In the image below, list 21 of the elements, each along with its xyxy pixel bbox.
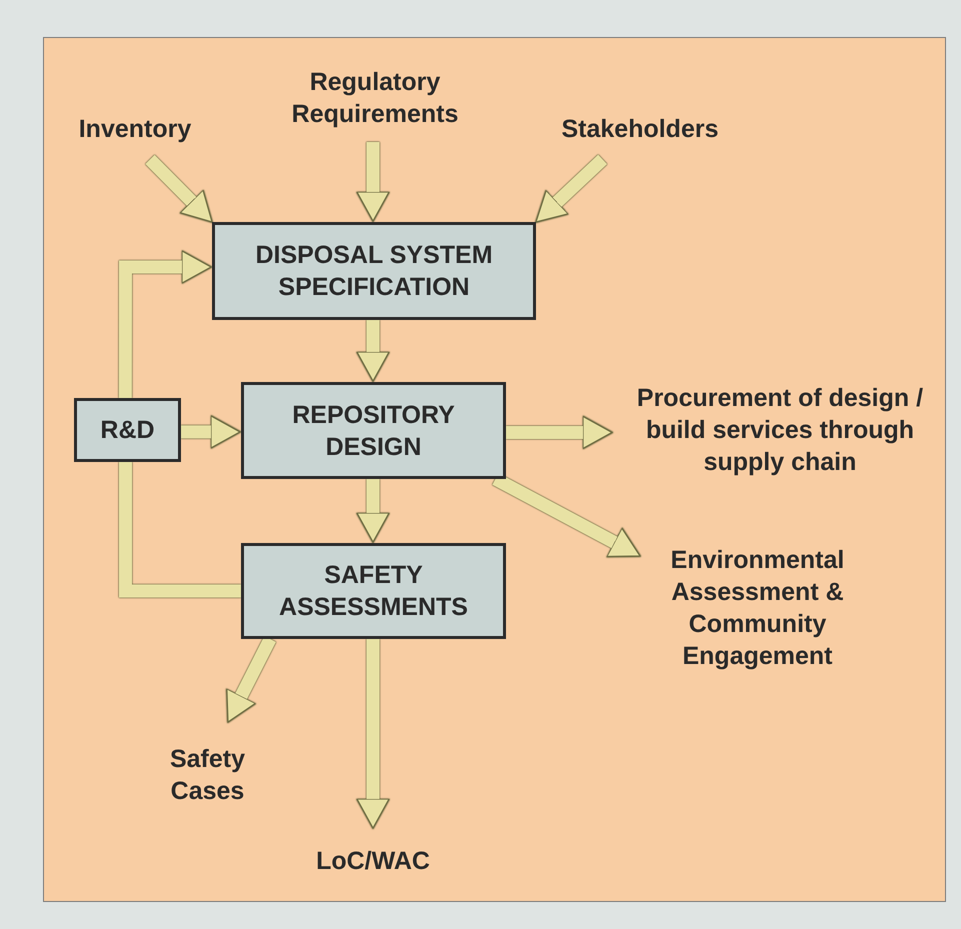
- block-arrow: [356, 639, 390, 829]
- box-label: REPOSITORY DESIGN: [291, 400, 456, 462]
- input-output-label: Procurement of design / build services through supply chain: [636, 383, 924, 478]
- process-box: [241, 543, 506, 639]
- box-label: SAFETY ASSESSMENTS: [278, 560, 469, 623]
- process-box: [212, 222, 536, 320]
- input-output-label: Environmental Assessment & Community Engagement: [670, 544, 846, 672]
- input-output-label: LoC/WAC: [316, 846, 430, 877]
- block-arrow: [145, 154, 213, 223]
- input-output-label: Inventory: [78, 114, 192, 145]
- block-arrow: [506, 416, 613, 450]
- process-box: [241, 382, 506, 479]
- block-arrow: [118, 250, 212, 398]
- process-box: [74, 398, 181, 462]
- box-label: DISPOSAL SYSTEM SPECIFICATION: [254, 240, 494, 303]
- input-output-label: Safety Cases: [168, 744, 246, 807]
- connector-band: [119, 462, 241, 598]
- box-label: R&D: [100, 415, 155, 446]
- block-arrow: [535, 154, 608, 223]
- input-output-label: Regulatory Requirements: [290, 67, 460, 130]
- input-output-label: Stakeholders: [561, 114, 718, 145]
